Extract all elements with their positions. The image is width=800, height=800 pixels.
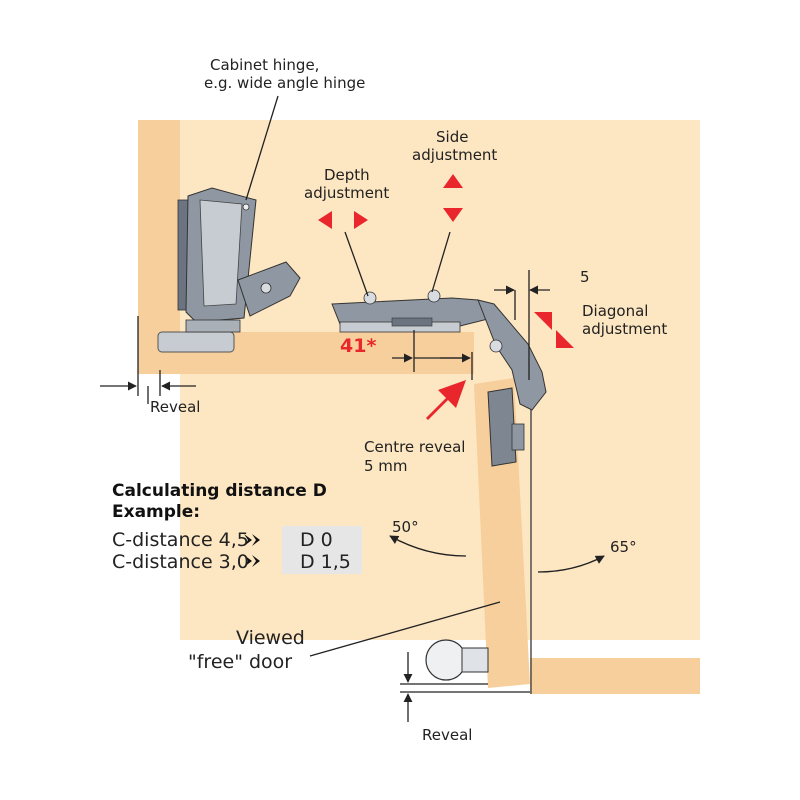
cabinet-hinge-label-1: Cabinet hinge, (210, 56, 319, 74)
calc-row-2-c: C-distance 3,0 (112, 551, 249, 573)
calc-row-1-c: C-distance 4,5 (112, 529, 249, 551)
depth-adjustment-label-1: Depth (324, 166, 370, 184)
d-value-box (282, 526, 362, 574)
angle-65-curved-arrow (537, 555, 605, 573)
depth-leader (344, 231, 369, 297)
red-triangle-arrow-icon (556, 330, 574, 348)
calc-title: Calculating distance D (112, 481, 327, 501)
door-leader (309, 601, 501, 657)
angle-65-label: 65° (610, 538, 637, 556)
centre-reveal-label-1: Centre reveal (364, 438, 465, 456)
double-chevron-icon (244, 534, 260, 546)
hinge-cup-base (157, 331, 235, 353)
double-chevron-icon (244, 555, 260, 567)
side-adjustment-arrows (443, 174, 463, 222)
calc-subtitle: Example: (112, 502, 200, 522)
right-cabinet-side (530, 658, 700, 694)
door-hinge-arm (477, 299, 547, 467)
viewed-door-label-1: Viewed (236, 627, 305, 649)
centre-reveal-label-2: 5 mm (364, 457, 408, 475)
red-triangle-arrow-icon (318, 211, 332, 229)
angle-50-curved-arrow (389, 535, 467, 557)
red-triangle-arrow-icon (534, 312, 552, 330)
diagonal-adjustment-arrows (534, 312, 574, 348)
calc-row-2-d: D 1,5 (300, 551, 351, 573)
cabinet-hinge-label-2: e.g. wide angle hinge (204, 74, 365, 92)
left-cabinet-side (138, 120, 180, 332)
diagonal-adjustment-label-1: Diagonal (582, 302, 648, 320)
red-triangle-arrow-icon (354, 211, 368, 229)
side-adjustment-label-2: adjustment (412, 146, 497, 164)
red-block-arrow-icon (426, 380, 466, 420)
reveal-bottom-label: Reveal (422, 726, 472, 744)
diagonal-adjustment-label-2: adjustment (582, 320, 667, 338)
viewed-door-label-2: "free" door (188, 651, 292, 673)
side-adjustment-label-1: Side (436, 128, 468, 146)
side-leader (431, 231, 451, 293)
wide-angle-hinge (185, 187, 301, 333)
dim-5-label: 5 (580, 268, 590, 286)
red-triangle-arrow-icon (443, 208, 463, 222)
angle-50-label: 50° (392, 518, 419, 536)
hinge-leader (245, 95, 279, 201)
calc-row-1-d: D 0 (300, 529, 333, 551)
adjustable-hinge (331, 289, 493, 333)
dim-41-label: 41* (340, 335, 376, 357)
door-knob (425, 639, 489, 681)
depth-adjustment-label-2: adjustment (304, 184, 389, 202)
reveal-top-label: Reveal (150, 398, 200, 416)
depth-adjustment-arrows (318, 211, 368, 229)
red-triangle-arrow-icon (443, 174, 463, 188)
